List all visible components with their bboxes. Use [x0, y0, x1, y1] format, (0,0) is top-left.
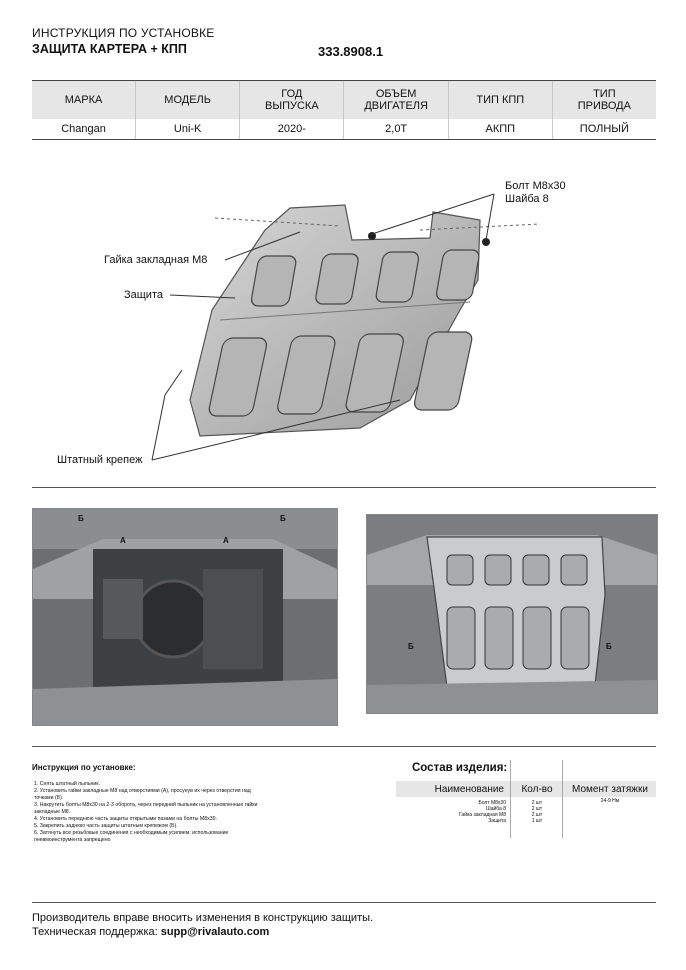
instruction-step: пневмоинструмента запрещено [34, 837, 111, 843]
parts-title: Состав изделия: [412, 762, 508, 774]
photo-label-b2: Б [280, 514, 286, 523]
instruction-step: точками (Б). [34, 795, 64, 801]
col-header-transmission: ТИП КПП [447, 80, 553, 119]
divider-middle [32, 746, 656, 747]
doc-subtitle: ЗАЩИТА КАРТЕРА + КПП [32, 42, 187, 56]
footer-disclaimer: Производитель вправе вносить изменения в… [32, 912, 374, 924]
divider-bottom [32, 902, 656, 903]
parts-row-qty: 2 шт [531, 806, 543, 812]
divider-top [32, 487, 656, 488]
photo-installed-guard [366, 514, 658, 714]
cell-make: Changan [32, 119, 136, 140]
parts-row-qty: 1 шт [531, 818, 543, 824]
instruction-step: 2. Установить гайки закладные М8 над отв… [34, 788, 251, 794]
cell-year: 2020- [239, 119, 344, 140]
parts-row-name: Шайба 8 [486, 806, 506, 812]
parts-col-torque: Момент затяжки [572, 784, 648, 795]
callout-mount: Штатный крепеж [57, 454, 143, 466]
callout-nut: Гайка закладная М8 [104, 254, 208, 266]
product-code: 333.8908.1 [318, 44, 384, 59]
parts-row-name: Гайка закладная М8 [459, 812, 506, 818]
col-header-model: МОДЕЛЬ [135, 80, 240, 119]
cell-drive: ПОЛНЫЙ [551, 119, 656, 140]
guard-diagram [151, 193, 541, 461]
doc-title: ИНСТРУКЦИЯ ПО УСТАНОВКЕ [32, 26, 215, 40]
spec-value-row: Changan Uni-K 2020- 2,0Т АКПП ПОЛНЫЙ [32, 119, 656, 140]
instruction-step: 4. Установить переднюю часть защиты откр… [34, 816, 217, 822]
upper-slots [250, 249, 480, 307]
instruction-step: 1. Снять штатный пыльник. [34, 781, 101, 787]
callout-bolt: Болт М8х30 [505, 180, 566, 192]
lower-slots [208, 331, 473, 417]
support-label: Техническая поддержка: [32, 926, 158, 938]
instruction-step: 6. Затянуть все резьбовые соединения с н… [34, 830, 229, 836]
instruction-step: 5. Закрепить заднюю часть защиты штатным… [34, 823, 178, 829]
parts-col-name: Наименование [434, 784, 504, 795]
callout-guard: Защита [124, 289, 163, 301]
parts-row-torque: 24-9 Нм [600, 798, 620, 804]
cell-engine: 2,0Т [343, 119, 449, 140]
instruction-step: закладные М8. [34, 809, 71, 815]
parts-row-name: Болт М8х30 [478, 800, 506, 806]
photo-label-a1: А [120, 536, 126, 545]
instruction-step: 3. Накрутить болты М8х30 на 2-3 оборота,… [34, 802, 258, 808]
photo-label-a2: А [223, 536, 229, 545]
footer-support: Техническая поддержка: supp@rivalauto.co… [32, 926, 269, 938]
instructions-title: Инструкция по установке: [32, 763, 136, 772]
cell-model: Uni-K [135, 119, 240, 140]
col-header-make: МАРКА [32, 80, 136, 119]
photo-label-b3: Б [408, 642, 414, 651]
bolt-left [368, 232, 376, 240]
support-email-link[interactable]: supp@rivalauto.com [160, 926, 270, 938]
bolt-right [482, 238, 490, 246]
parts-col-divider-2 [562, 760, 563, 838]
parts-col-divider-1 [510, 760, 511, 838]
parts-row-qty: 2 шт [531, 800, 543, 806]
parts-header-bg [396, 781, 656, 797]
callout-washer: Шайба 8 [505, 193, 549, 205]
photo-engine-bay [32, 508, 338, 726]
cell-transmission: АКПП [447, 119, 553, 140]
photo-label-b1: Б [78, 514, 84, 523]
parts-row-qty: 2 шт [531, 812, 543, 818]
parts-row-name: Защита [488, 818, 506, 824]
parts-col-qty: Кол-во [521, 784, 553, 795]
photo-label-b4: Б [606, 642, 612, 651]
